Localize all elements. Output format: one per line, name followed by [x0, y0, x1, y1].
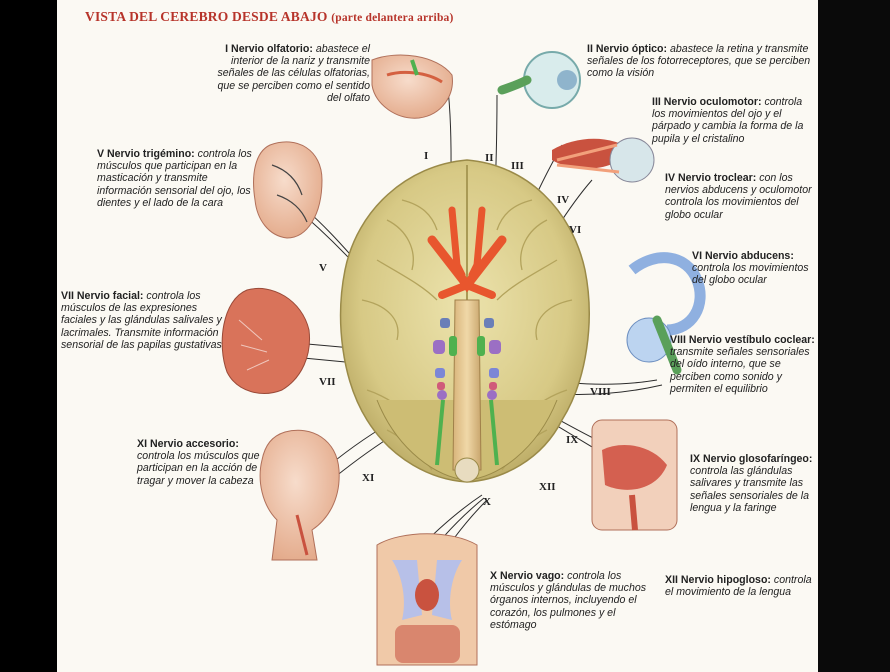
marker-IV: IV	[557, 194, 570, 206]
marker-VI: VI	[569, 224, 582, 236]
marker-XI: XI	[362, 472, 375, 484]
marker-VIII: VIII	[590, 386, 611, 398]
inner-ear-illustration	[626, 252, 706, 375]
marker-V: V	[319, 262, 327, 274]
head-trigeminal-illustration	[253, 141, 323, 239]
left-black-margin	[0, 0, 57, 672]
marker-X: X	[483, 496, 491, 508]
marker-XII: XII	[539, 481, 556, 493]
head-facial-illustration	[221, 288, 311, 394]
nerve-XII-description: XII Nervio hipogloso: controla el movimi…	[665, 574, 812, 599]
eye-muscles-illustration	[552, 137, 655, 183]
nerve-XI-description: XI Nervio accesorio: controla los múscul…	[137, 438, 260, 487]
nerve-II-description: II Nervio óptico: abastece la retina y t…	[587, 43, 811, 80]
marker-VII: VII	[319, 376, 336, 388]
throat-illustration	[591, 419, 678, 531]
head-accessory-illustration	[259, 429, 340, 561]
title-main: VISTA DEL CEREBRO DESDE ABAJO	[85, 9, 328, 24]
nose-illustration	[371, 54, 453, 119]
eye-optic-illustration	[497, 51, 581, 109]
brain-illustration	[221, 51, 706, 666]
brain-underside	[339, 159, 590, 483]
nerve-IV-description: IV Nervio troclear: con los nervios abdu…	[665, 172, 812, 221]
nerve-V-description: V Nervio trigémino: controla los músculo…	[97, 148, 252, 209]
nerve-VI-description: VI Nervio abducens: controla los movimie…	[692, 250, 809, 287]
nerve-IX-description: IX Nervio glosofaríngeo: controla las gl…	[690, 453, 813, 514]
diagram-title: VISTA DEL CEREBRO DESDE ABAJO (parte del…	[85, 9, 454, 25]
marker-II: II	[485, 152, 494, 164]
nerve-X-description: X Nervio vago: controla los músculos y g…	[490, 570, 647, 631]
nerve-VIII-description: VIII Nervio vestíbulo coclear: transmite…	[670, 334, 815, 395]
marker-IX: IX	[566, 434, 579, 446]
marker-I: I	[424, 150, 429, 162]
nerve-I-description: I Nervio olfatorio: abastece el interior…	[217, 43, 370, 104]
nerve-VII-description: VII Nervio facial: controla los músculos…	[61, 290, 222, 351]
diagram-sheet: VISTA DEL CEREBRO DESDE ABAJO (parte del…	[57, 0, 818, 672]
nerve-III-description: III Nervio oculomotor: controla los movi…	[652, 96, 804, 145]
torso-organs-illustration	[376, 533, 478, 666]
title-sub: (parte delantera arriba)	[331, 12, 454, 24]
marker-III: III	[511, 160, 524, 172]
right-black-margin	[818, 0, 890, 672]
